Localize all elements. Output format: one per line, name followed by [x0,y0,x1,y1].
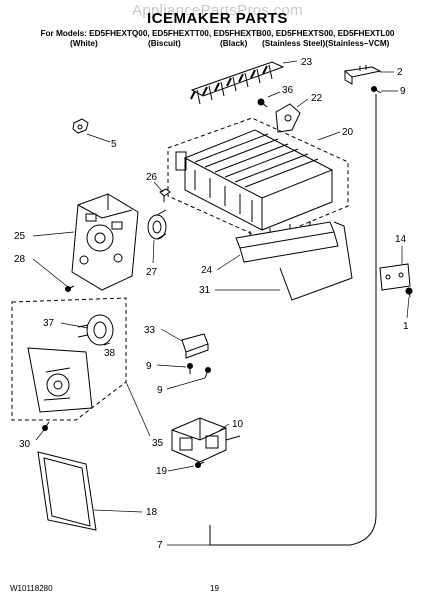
part-screw-36 [257,98,268,108]
callout-22: 22 [311,93,323,104]
part-fill-tube-7 [209,94,377,546]
callout-31: 31 [199,285,211,296]
part-module-plate [27,347,93,413]
callout-19: 19 [156,466,168,477]
callout-36: 36 [282,85,294,96]
part-control-housing [71,193,139,291]
part-26 [159,188,171,202]
part-5 [72,118,89,134]
callout-30: 30 [19,439,31,450]
part-cover-18 [37,451,97,531]
part-bracket-22 [275,103,301,133]
callout-23: 23 [301,57,313,68]
callout-labels: 23 2 9 36 22 5 20 26 25 28 27 24 14 31 3… [14,57,409,551]
models-line: For Models: ED5FHEXTQ00, ED5FHEXTT00, ED… [40,29,395,38]
callout-5: 5 [111,139,117,150]
part-motor-38 [77,314,114,346]
part-screw-9c [204,367,211,379]
callout-9-mid: 9 [146,361,152,372]
page-number: 19 [210,584,219,593]
part-screw-9b [187,363,193,374]
page-title: ICEMAKER PARTS [147,10,288,27]
callout-10: 10 [232,419,244,430]
part-ejector-comb [190,61,285,105]
part-icemaker-mold [175,129,334,231]
watermark: AppliancePartsPros.com [132,2,303,19]
variant-stainless: (Stainless Steel)(Stainless–VCM) [262,39,390,48]
variant-black: (Black) [220,39,248,48]
callout-1: 1 [403,321,409,332]
callout-28: 28 [14,254,26,265]
callout-35: 35 [152,438,164,449]
callout-20: 20 [342,127,354,138]
callout-2: 2 [397,67,403,78]
part-motor-27 [147,209,167,240]
callout-24: 24 [201,265,213,276]
callout-9-low: 9 [157,385,163,396]
callout-38: 38 [104,348,116,359]
part-bracket-14 [379,263,411,291]
part-screw-19 [195,461,205,468]
part-bail-wire-31 [279,221,353,301]
part-water-valve [171,417,241,463]
part-guard-24 [235,221,339,263]
variant-biscuit: (Biscuit) [148,39,181,48]
callout-9-top: 9 [400,86,406,97]
variants-row: (White) (Biscuit) (Black) (Stainless Ste… [0,39,435,51]
callout-26: 26 [146,172,158,183]
callout-14: 14 [395,234,407,245]
part-bracket-33 [181,333,209,359]
document-number: W10118280 [10,584,53,593]
callout-27: 27 [146,267,158,278]
callout-18: 18 [146,507,158,518]
part-screw-28 [65,285,75,292]
part-screw-9a [371,86,382,94]
callout-37: 37 [43,318,55,329]
callout-7: 7 [157,540,163,551]
part-screw-30 [42,421,50,431]
part-screw-1 [405,287,413,298]
variant-white: (White) [70,39,98,48]
module-dashed-outline [11,297,127,421]
leader-lines [32,60,410,546]
callout-25: 25 [14,231,26,242]
mold-dashed-outline [167,117,349,241]
part-bracket-2 [343,65,382,85]
callout-33: 33 [144,325,156,336]
